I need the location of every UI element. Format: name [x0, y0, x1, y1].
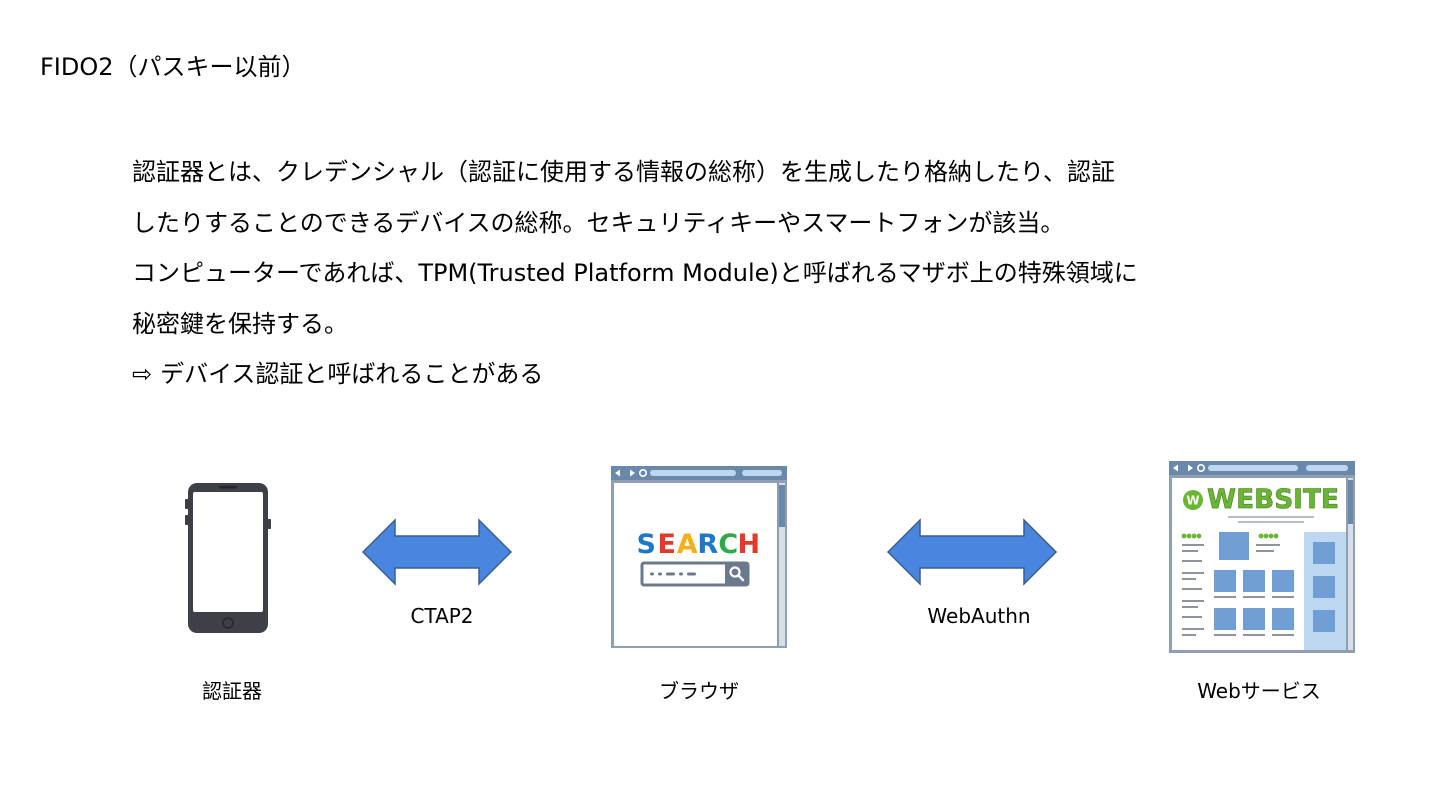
website-green-dots: [1181, 533, 1279, 539]
address-bar: [650, 470, 736, 476]
authenticator-label: 認証器: [202, 679, 262, 703]
website-text-dashes: [1182, 544, 1294, 636]
search-letter: C: [718, 529, 738, 560]
website-icon: W WEBSITE: [1169, 461, 1355, 653]
search-box-dots: [658, 572, 662, 576]
browser-label: ブラウザ: [659, 679, 739, 703]
smartphone-icon: [185, 483, 271, 633]
magnifier-icon: [729, 566, 741, 578]
ctap2-arrow-shape: [361, 518, 513, 586]
website-grid-tiles: [1214, 570, 1294, 630]
body-line-4: 秘密鍵を保持する。: [132, 309, 348, 338]
browser-scrollbar-thumb: [779, 485, 785, 527]
search-letter: A: [677, 529, 698, 560]
slide-title: FIDO2（パスキー以前）: [40, 53, 306, 81]
phone-screen: [193, 492, 263, 612]
magnifier-handle: [737, 574, 745, 582]
back-icon: [1173, 464, 1178, 472]
website-word: WEBSITE: [1207, 484, 1339, 515]
ctap2-double-arrow-icon: [361, 518, 513, 586]
webauthn-arrow-shape: [886, 518, 1058, 586]
webauthn-label: WebAuthn: [927, 604, 1031, 628]
browser-scrollbar-track: [779, 483, 785, 646]
search-button: [725, 563, 748, 585]
reload-icon: [638, 469, 647, 478]
note-text: デバイス認証と呼ばれることがある: [160, 360, 544, 388]
webauthn-double-arrow-icon: [886, 518, 1058, 586]
website-scrollbar-thumb: [1348, 480, 1353, 524]
address-bar-right: [1306, 465, 1348, 471]
website-featured-tile: [1219, 532, 1249, 560]
search-box-dots: [687, 572, 696, 576]
address-bar-right: [742, 470, 782, 476]
search-letter: R: [697, 529, 718, 560]
website-headline-dashes: [1228, 516, 1314, 518]
forward-icon: [630, 469, 635, 477]
website-logo: [1183, 490, 1203, 510]
website-sidebar-tile: [1313, 610, 1335, 632]
phone-home-button: [222, 617, 234, 629]
website-headline-dashes: [1238, 521, 1304, 523]
back-icon: [615, 469, 620, 477]
body-line-1: 認証器とは、クレデンシャル（認証に使用する情報の総称）を生成したり格納したり、認…: [132, 158, 1116, 186]
reload-icon: [1196, 464, 1205, 473]
address-bar: [1208, 465, 1298, 471]
search-box-dots: [666, 572, 675, 576]
body-text: 認証器とは、クレデンシャル（認証に使用する情報の総称）を生成したり格納したり、認…: [132, 147, 1332, 400]
search-box-dots: [650, 572, 654, 576]
search-letter: H: [737, 529, 760, 560]
search-letter: E: [658, 529, 676, 560]
search-box-dots: [679, 572, 683, 576]
website-logo-letter: W: [1186, 494, 1199, 508]
ctap2-label: CTAP2: [410, 604, 474, 628]
web-service-label: Webサービス: [1197, 679, 1321, 703]
search-letter: S: [637, 529, 656, 560]
forward-icon: [1188, 464, 1193, 472]
body-line-3: コンピューターであれば、TPM(Trusted Platform Module)…: [132, 259, 1138, 287]
body-line-2: したりすることのできるデバイスの総称。セキュリティキーやスマートフォンが該当。: [132, 208, 1065, 237]
website-sidebar-tile: [1313, 576, 1335, 598]
website-sidebar-tile: [1313, 542, 1335, 564]
note-line: ⇨デバイス認証と呼ばれることがある: [132, 349, 1332, 400]
website-scrollbar-track: [1348, 478, 1353, 650]
implies-arrow-icon: ⇨: [132, 360, 153, 388]
phone-speaker: [219, 486, 237, 489]
